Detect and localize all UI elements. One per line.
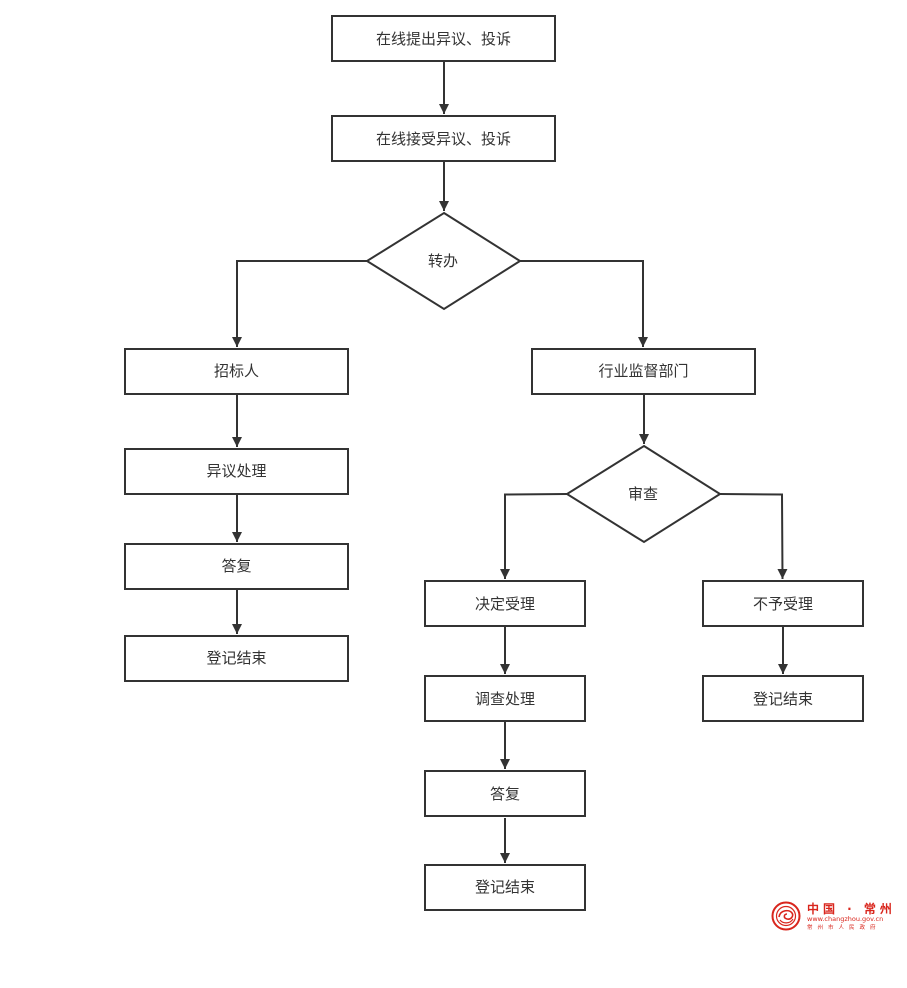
changzhou-emblem-icon [771,901,801,931]
node-register-end-middle: 登记结束 [424,864,586,911]
node-reply-left-label: 答复 [221,557,251,575]
edge-transfer-to-tenderer [232,260,367,347]
node-not-accept-label: 不予受理 [753,595,813,613]
node-industry-dept: 行业监督部门 [531,348,756,395]
changzhou-gov-logo: 中国 · 常州 www.changzhou.gov.cn 常州市人民政府 [771,901,895,931]
node-investigate: 调查处理 [424,675,586,722]
node-objection-handle: 异议处理 [124,448,349,495]
node-register-end-middle-label: 登记结束 [475,878,535,896]
node-online-submit: 在线提出异议、投诉 [331,15,556,62]
edge-transfer-to-industry [520,260,648,347]
decision-review-label: 审查 [628,485,658,503]
node-decide-accept-label: 决定受理 [475,595,535,613]
decision-transfer-label: 转办 [428,252,458,270]
node-investigate-label: 调查处理 [475,690,535,708]
edges [232,61,788,863]
logo-title: 中国 · 常州 [807,901,895,916]
edge-review-to-decide [500,493,568,579]
node-register-end-left: 登记结束 [124,635,349,682]
decision-review: 审查 [565,444,722,544]
node-online-accept-label: 在线接受异议、投诉 [376,130,511,148]
node-online-submit-label: 在线提出异议、投诉 [376,30,511,48]
node-objection-handle-label: 异议处理 [206,462,266,480]
node-tenderer: 招标人 [124,348,349,395]
node-decide-accept: 决定受理 [424,580,586,627]
node-online-accept: 在线接受异议、投诉 [331,115,556,162]
edge-review-to-not-accept [719,493,788,580]
node-industry-dept-label: 行业监督部门 [598,362,688,380]
logo-url: www.changzhou.gov.cn [807,915,883,923]
decision-transfer: 转办 [365,211,522,311]
node-tenderer-label: 招标人 [214,362,259,380]
node-reply-middle: 答复 [424,770,586,817]
node-register-end-right: 登记结束 [702,675,864,722]
node-register-end-left-label: 登记结束 [206,649,266,667]
node-reply-middle-label: 答复 [490,785,520,803]
logo-subtitle: 常州市人民政府 [807,923,881,931]
node-not-accept: 不予受理 [702,580,864,627]
node-register-end-right-label: 登记结束 [753,690,813,708]
node-reply-left: 答复 [124,543,349,590]
